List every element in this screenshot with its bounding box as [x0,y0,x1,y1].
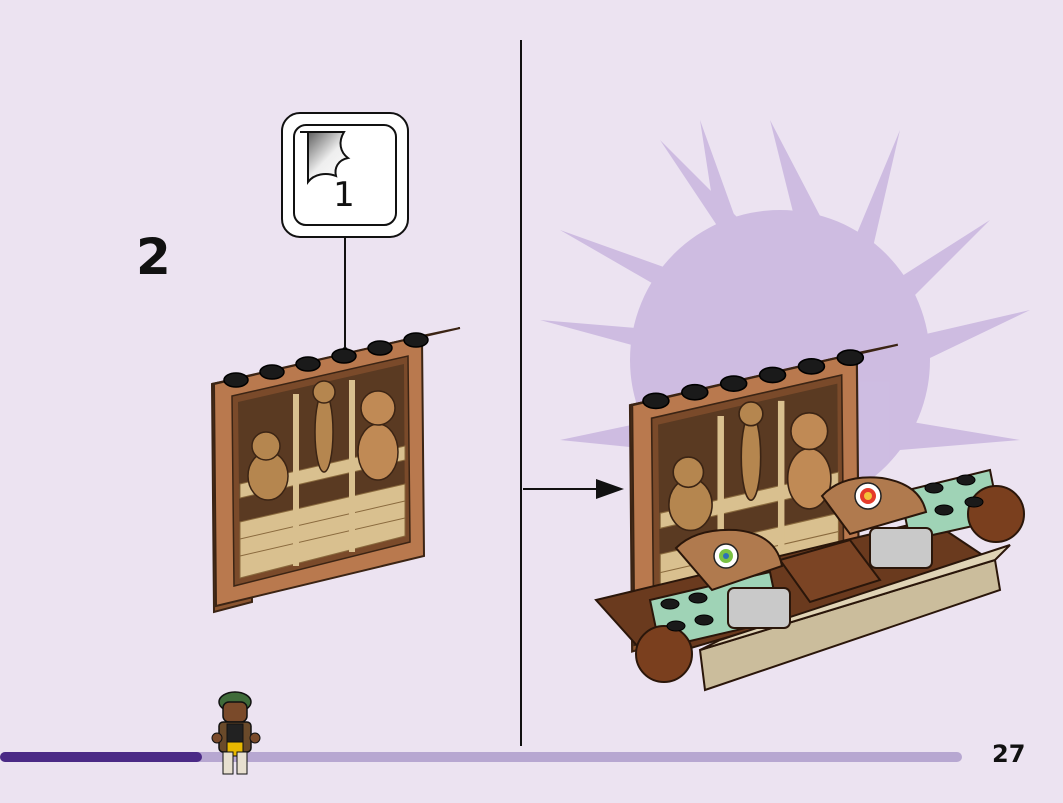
minifigure-progress-marker [211,691,261,775]
callout-quantity: 1 [333,175,355,215]
assembled-model [594,345,1025,692]
progress-bar [0,752,962,762]
callout-box [281,112,409,238]
page-number: 27 [992,740,1026,768]
target-tile-left [674,528,784,592]
step-number: 2 [136,228,171,286]
target-tile-right [820,476,928,536]
progress-fill [0,752,202,762]
wall-panel-with-sticker [212,328,460,612]
arrow-right-icon [523,479,624,499]
sticker-sheet-icon [300,131,351,185]
